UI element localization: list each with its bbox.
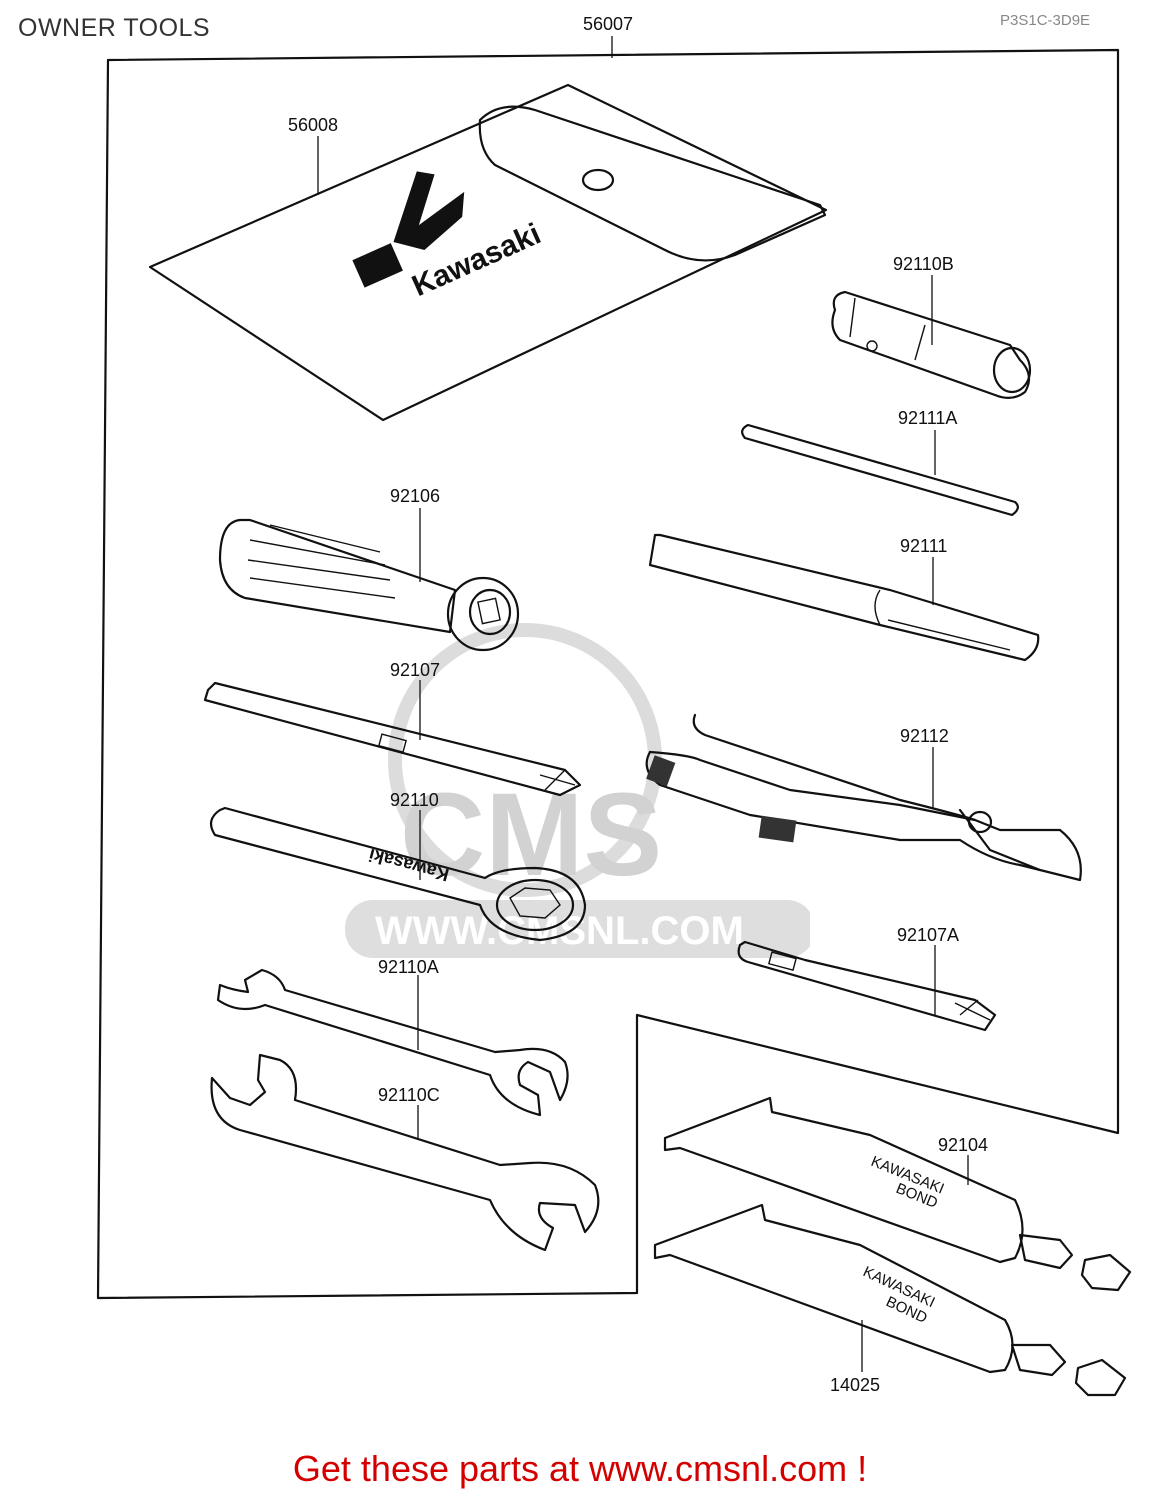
box-wrench[interactable]: [831, 290, 1032, 399]
callout-92111: 92111: [900, 536, 948, 556]
bond-tube-92104[interactable]: KAWASAKI BOND: [663, 1096, 1132, 1292]
callout-14025: 14025: [830, 1375, 881, 1395]
open-end-wrench-small[interactable]: [216, 968, 569, 1117]
box-end-wrench[interactable]: Kawasaki: [209, 806, 587, 942]
callout-92112: 92112: [900, 726, 949, 746]
screwdriver-bit[interactable]: [737, 940, 997, 1032]
diagram-frame: [96, 48, 1120, 1300]
screwdriver[interactable]: [203, 681, 582, 797]
bag-snap-button: [581, 168, 615, 192]
pliers[interactable]: [645, 713, 1082, 882]
extension-bar[interactable]: [648, 533, 1040, 662]
screwdriver-handle[interactable]: [218, 518, 520, 652]
watermark-url-bar: [345, 900, 810, 958]
callout-92110: 92110: [390, 790, 439, 810]
reference-code: P3S1C-3D9E: [1000, 12, 1091, 29]
callout-56008: 56008: [288, 115, 339, 135]
callout-92110A: 92110A: [378, 957, 439, 977]
callout-92110B: 92110B: [893, 254, 954, 274]
callout-56007: 56007: [583, 14, 634, 34]
watermark-url: WWW.CMSNL.COM: [375, 909, 744, 953]
callout-92104: 92104: [938, 1135, 989, 1155]
watermark-brand: CMS: [400, 769, 662, 901]
footer-link[interactable]: Get these parts at www.cmsnl.com !: [292, 1448, 868, 1489]
pliers-pivot: [967, 810, 993, 834]
page-title: OWNER TOOLS: [18, 14, 211, 42]
tool-bag[interactable]: Kawasaki: [148, 83, 828, 422]
callout-92111A: 92111A: [898, 408, 958, 428]
bond-tube-14025[interactable]: KAWASAKI BOND: [653, 1203, 1127, 1397]
callout-92107A: 92107A: [897, 925, 960, 945]
tommy-bar[interactable]: [741, 423, 1019, 517]
callout-92107: 92107: [390, 660, 441, 680]
leader-lines: [317, 36, 969, 1372]
kawasaki-emblem-icon: [352, 243, 403, 288]
callout-92106: 92106: [390, 486, 441, 506]
open-end-wrench-large[interactable]: [210, 1053, 600, 1252]
callout-92110C: 92110C: [378, 1085, 440, 1105]
